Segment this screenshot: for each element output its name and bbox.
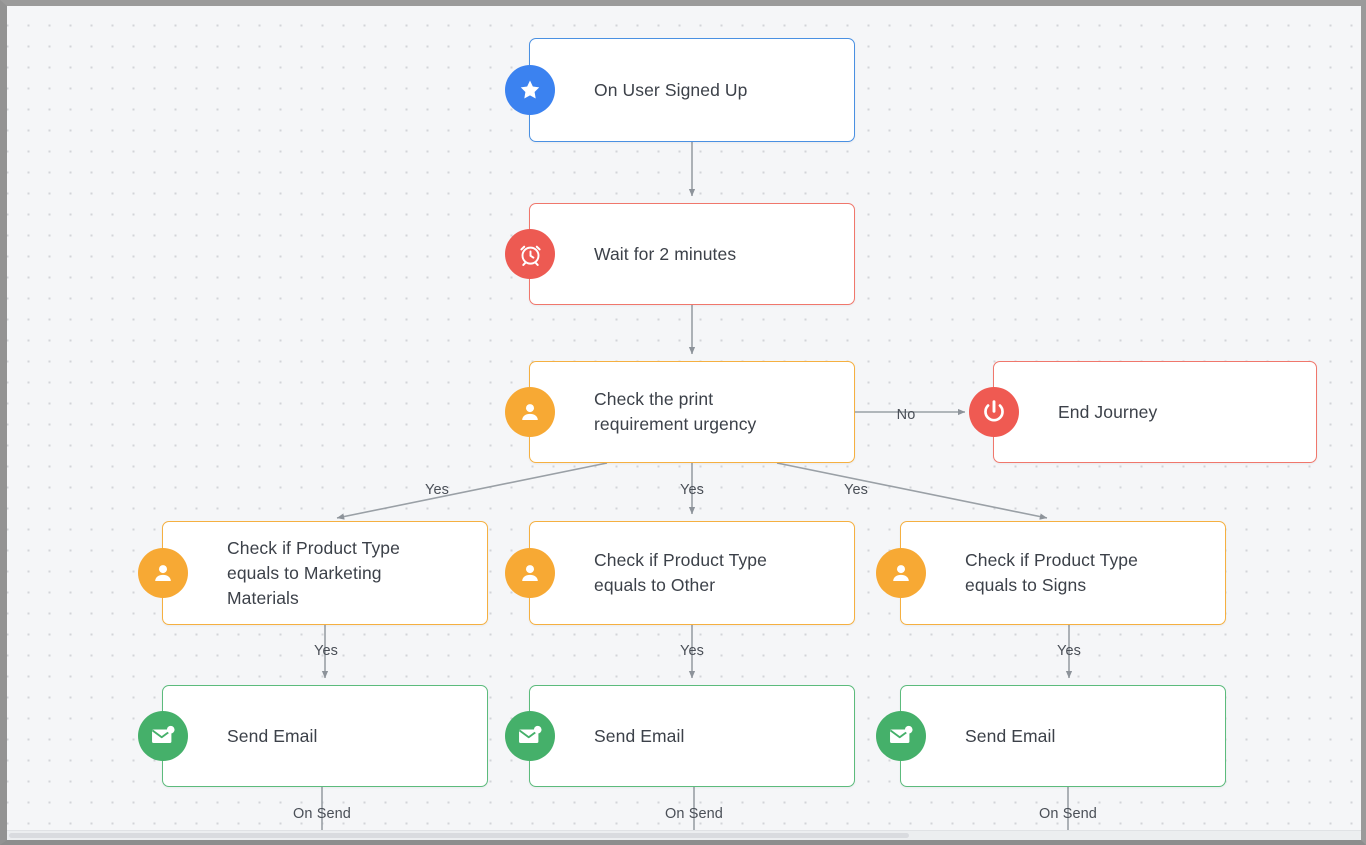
power-icon — [969, 387, 1019, 437]
envelope-icon — [138, 711, 188, 761]
flow-node-check-other[interactable]: Check if Product Type equals to Other — [505, 521, 855, 625]
edge-label: Yes — [314, 643, 338, 659]
flow-node-end-journey[interactable]: End Journey — [969, 361, 1317, 463]
horizontal-scrollbar[interactable] — [7, 830, 1361, 840]
alarm-clock-icon — [505, 229, 555, 279]
edge-label: On Send — [665, 806, 723, 822]
node-label: Check if Product Type equals to Signs — [965, 550, 1138, 595]
edge-label: On Send — [1039, 806, 1097, 822]
user-icon — [505, 387, 555, 437]
envelope-icon — [876, 711, 926, 761]
edge-label: Yes — [680, 643, 704, 659]
envelope-icon — [505, 711, 555, 761]
node-label: Send Email — [965, 725, 1056, 746]
node-label: Check if Product Type equals to Marketin… — [227, 537, 400, 608]
flow-node-send-email-3[interactable]: Send Email — [876, 685, 1226, 787]
node-label: Send Email — [594, 725, 685, 746]
horizontal-scrollbar-thumb[interactable] — [9, 833, 909, 838]
user-icon — [505, 548, 555, 598]
node-label: On User Signed Up — [594, 79, 748, 100]
node-label: Send Email — [227, 725, 318, 746]
flow-node-check-urgency[interactable]: Check the print requirement urgency — [505, 361, 855, 463]
user-icon — [138, 548, 188, 598]
flow-node-trigger[interactable]: On User Signed Up — [505, 38, 855, 142]
flow-node-wait[interactable]: Wait for 2 minutes — [505, 203, 855, 305]
node-label: Check the print requirement urgency — [594, 389, 757, 434]
flow-node-send-email-2[interactable]: Send Email — [505, 685, 855, 787]
edge-label: No — [896, 407, 916, 423]
flow-node-send-email-1[interactable]: Send Email — [138, 685, 488, 787]
star-icon — [505, 65, 555, 115]
flow-node-check-marketing[interactable]: Check if Product Type equals to Marketin… — [138, 521, 488, 625]
flow-node-check-signs[interactable]: Check if Product Type equals to Signs — [876, 521, 1226, 625]
edge-label: Yes — [844, 482, 868, 498]
user-icon — [876, 548, 926, 598]
edge-connector — [776, 462, 1048, 520]
edge-label: On Send — [293, 806, 351, 822]
node-label: Check if Product Type equals to Other — [594, 550, 767, 595]
node-label: End Journey — [1058, 401, 1158, 422]
edge-connector — [336, 462, 608, 520]
node-label: Wait for 2 minutes — [594, 243, 737, 264]
edge-label: Yes — [680, 482, 704, 498]
edge-label: Yes — [425, 482, 449, 498]
edge-label: Yes — [1057, 643, 1081, 659]
